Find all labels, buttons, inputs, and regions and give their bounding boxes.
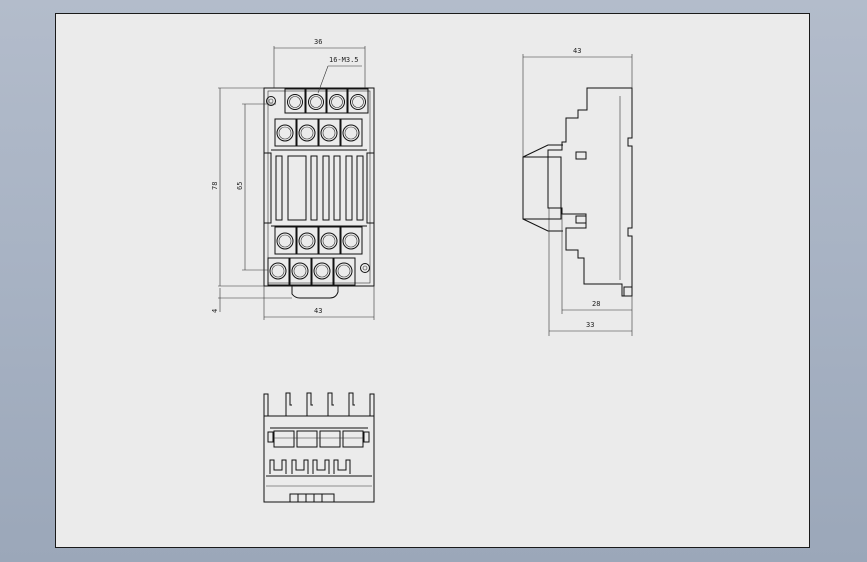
bottom-view xyxy=(263,392,375,503)
side-notch-bottom xyxy=(575,215,587,224)
relay-leg-bottom xyxy=(522,218,563,232)
right-rail xyxy=(366,152,375,224)
mounting-hole-top xyxy=(266,96,276,106)
left-rail xyxy=(263,152,272,224)
terminal-row-bottom-1 xyxy=(274,226,363,255)
dim-front-bottom-width: 43 xyxy=(314,307,322,315)
side-notch-top xyxy=(575,151,587,160)
mounting-hole-top-inner xyxy=(268,98,274,104)
front-dimensions xyxy=(218,46,375,320)
side-foot xyxy=(623,286,633,297)
callout-thread: 16-M3.5 xyxy=(329,56,359,64)
dim-side-total-width: 33 xyxy=(586,321,594,329)
dim-front-inner-height: 65 xyxy=(236,182,244,190)
relay-housing xyxy=(522,156,562,220)
terminal-row-top-1 xyxy=(284,88,369,114)
terminal-blocks xyxy=(267,427,370,448)
side-profile xyxy=(547,87,633,297)
mounting-hole-bottom xyxy=(360,263,370,273)
dim-side-inner-width: 28 xyxy=(592,300,600,308)
front-view: 36 16-M3.5 78 65 4 43 xyxy=(211,38,375,320)
vent-grille xyxy=(289,493,335,503)
terminal-row-bottom-2 xyxy=(267,257,356,286)
drawing-sheet xyxy=(55,13,810,548)
side-view: 43 28 33 xyxy=(522,47,633,336)
dim-front-total-height: 78 xyxy=(211,182,219,190)
release-clip xyxy=(291,286,339,299)
mounting-hole-bottom-inner xyxy=(362,265,368,271)
dim-front-top-width: 36 xyxy=(314,38,322,46)
top-pins xyxy=(263,392,375,416)
dim-side-top-width: 43 xyxy=(573,47,581,55)
terminal-row-top-2 xyxy=(274,118,363,147)
side-dimensions xyxy=(522,54,633,336)
bottom-body-outline xyxy=(263,415,375,503)
relay-leg-top xyxy=(522,144,563,158)
relay-slots xyxy=(271,149,367,227)
lower-pins xyxy=(266,459,372,487)
dim-front-offset: 4 xyxy=(211,309,219,313)
